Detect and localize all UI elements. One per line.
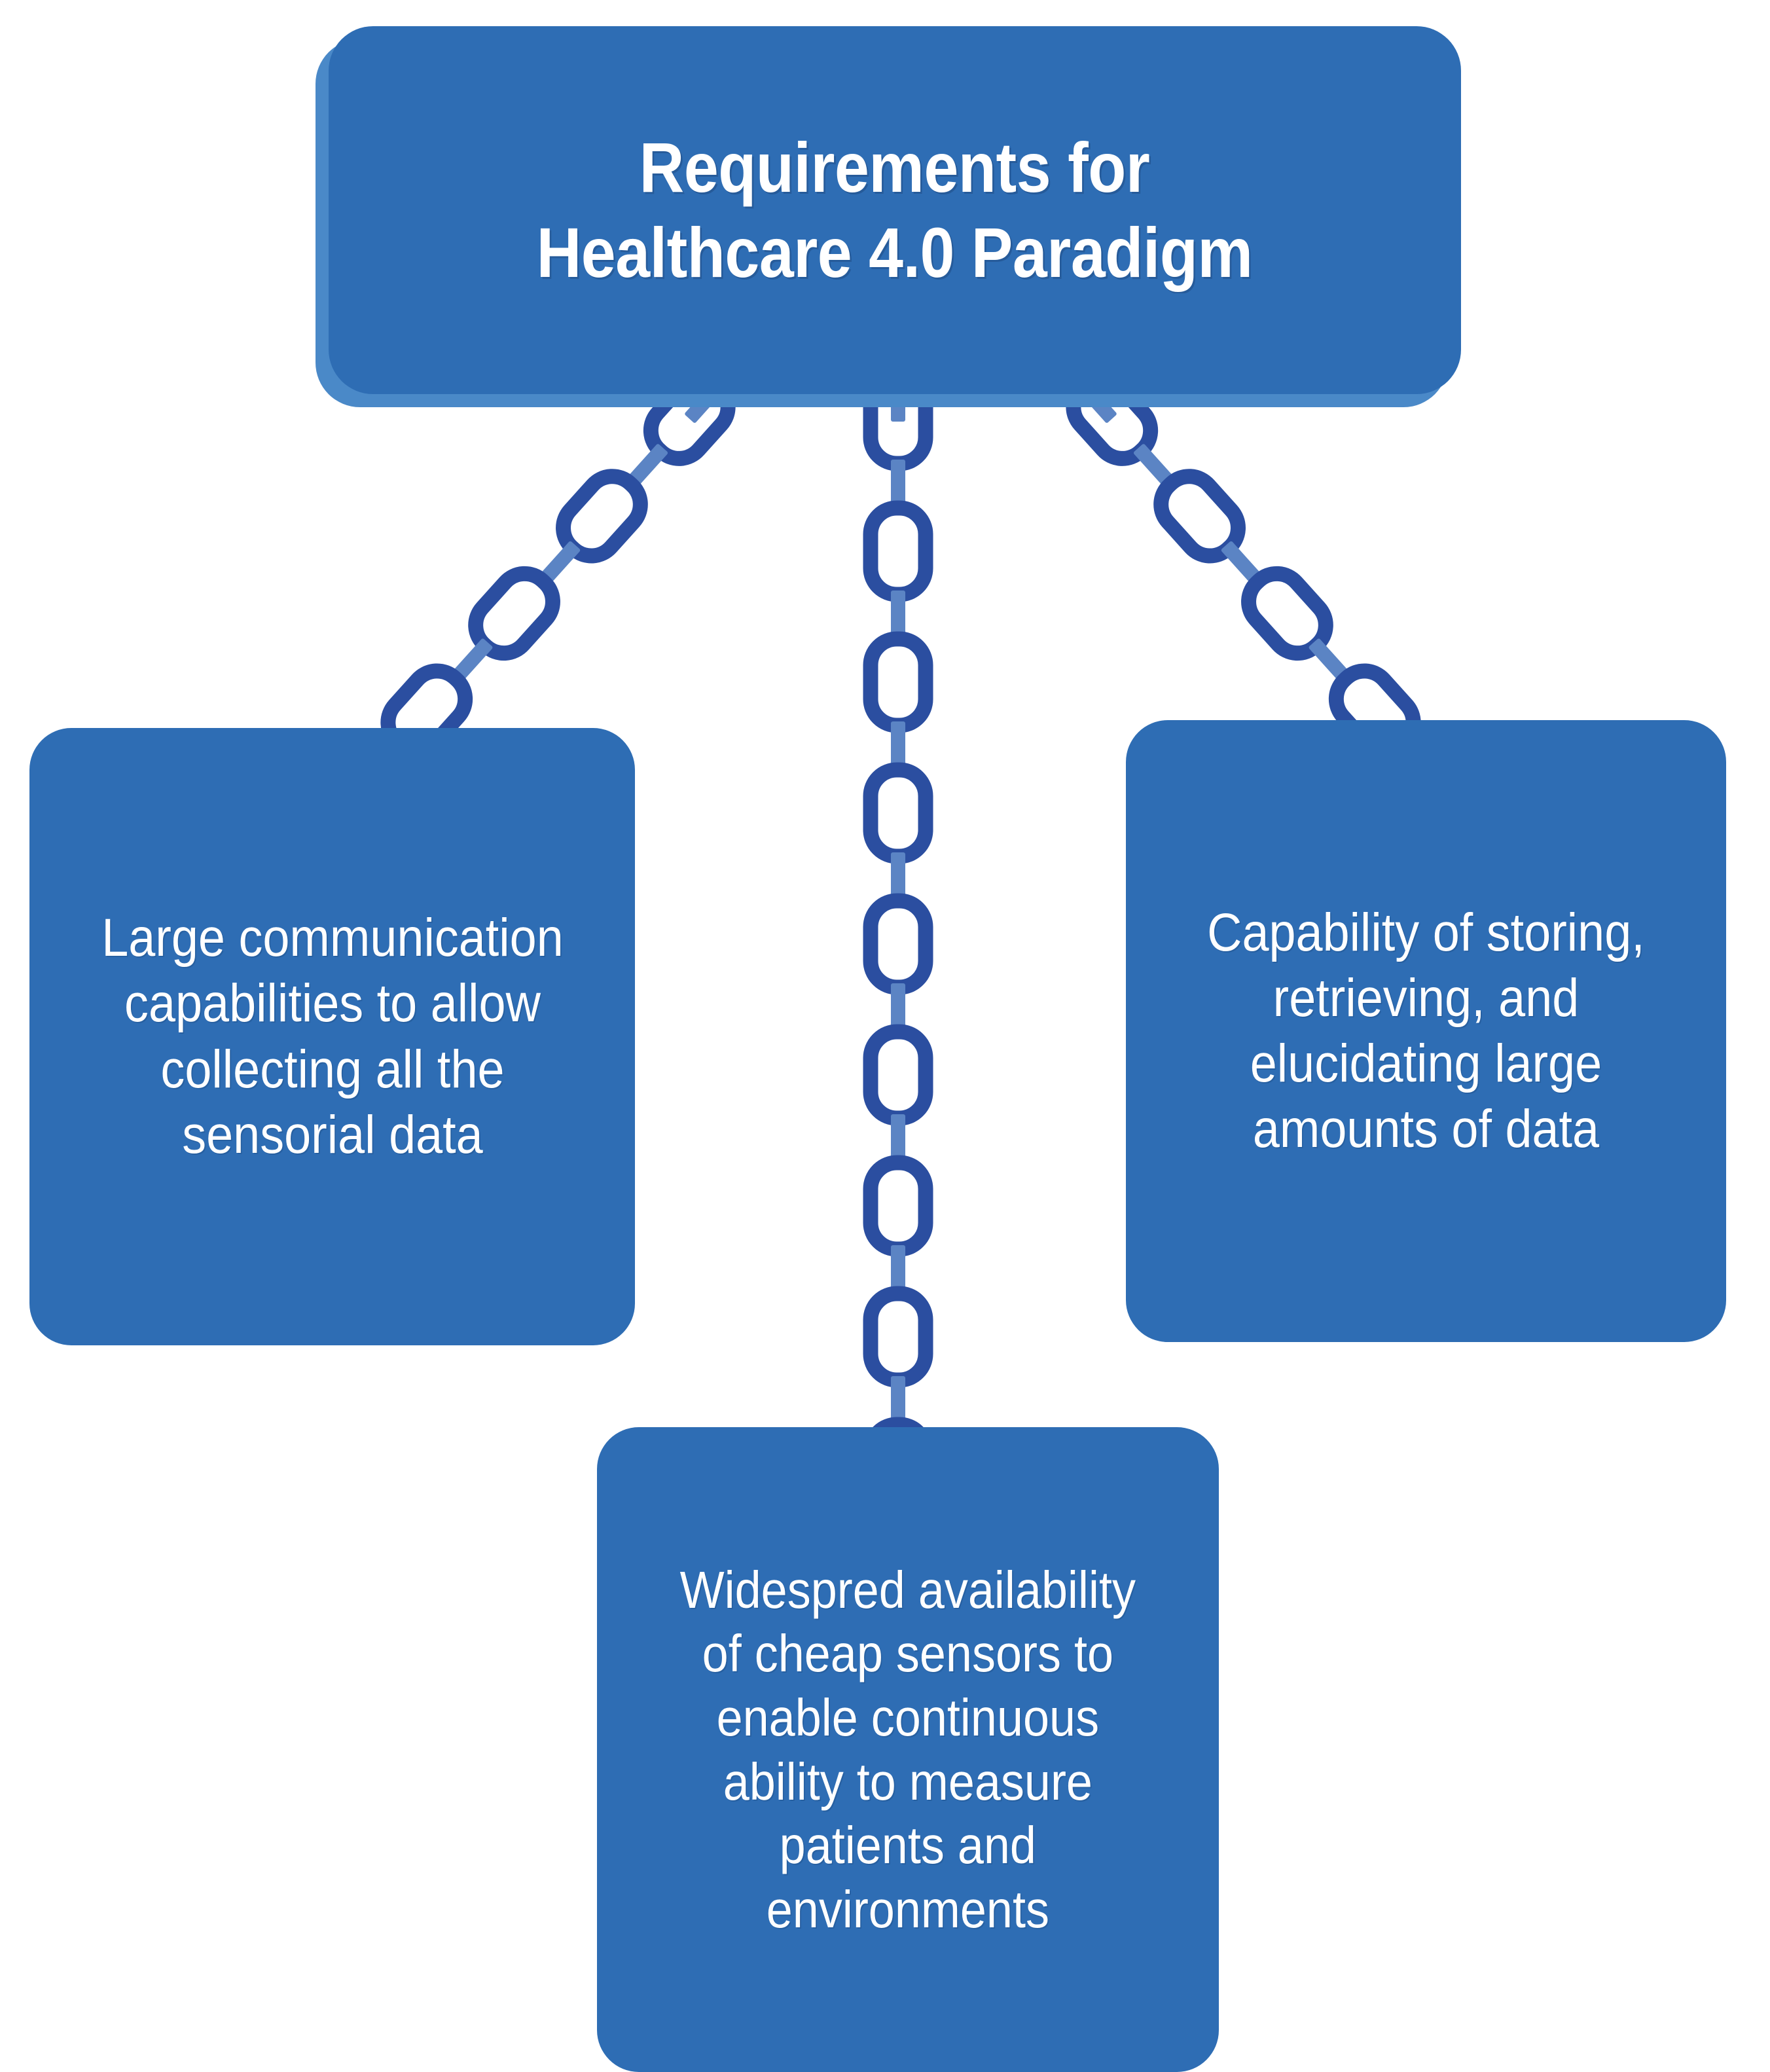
node-large-communication-capabilities[interactable]: Large communication capabilities to allo…	[29, 728, 635, 1345]
node-label: Large communication capabilities to allo…	[101, 908, 564, 1165]
root-node-card[interactable]: Requirements for Healthcare 4.0 Paradigm	[329, 26, 1461, 394]
page-title: Requirements for Healthcare 4.0 Paradigm	[537, 128, 1253, 292]
node-label: Widespred availability of cheap sensors …	[679, 1560, 1136, 1938]
node-label: Capability of storing, retrieving, and e…	[1207, 902, 1645, 1159]
node-widespread-availability-of-cheap-sensors[interactable]: Widespred availability of cheap sensors …	[597, 1427, 1219, 2072]
chain-connector-center	[871, 369, 926, 1554]
node-capability-of-storing-retrieving-elucidating[interactable]: Capability of storing, retrieving, and e…	[1126, 720, 1726, 1342]
